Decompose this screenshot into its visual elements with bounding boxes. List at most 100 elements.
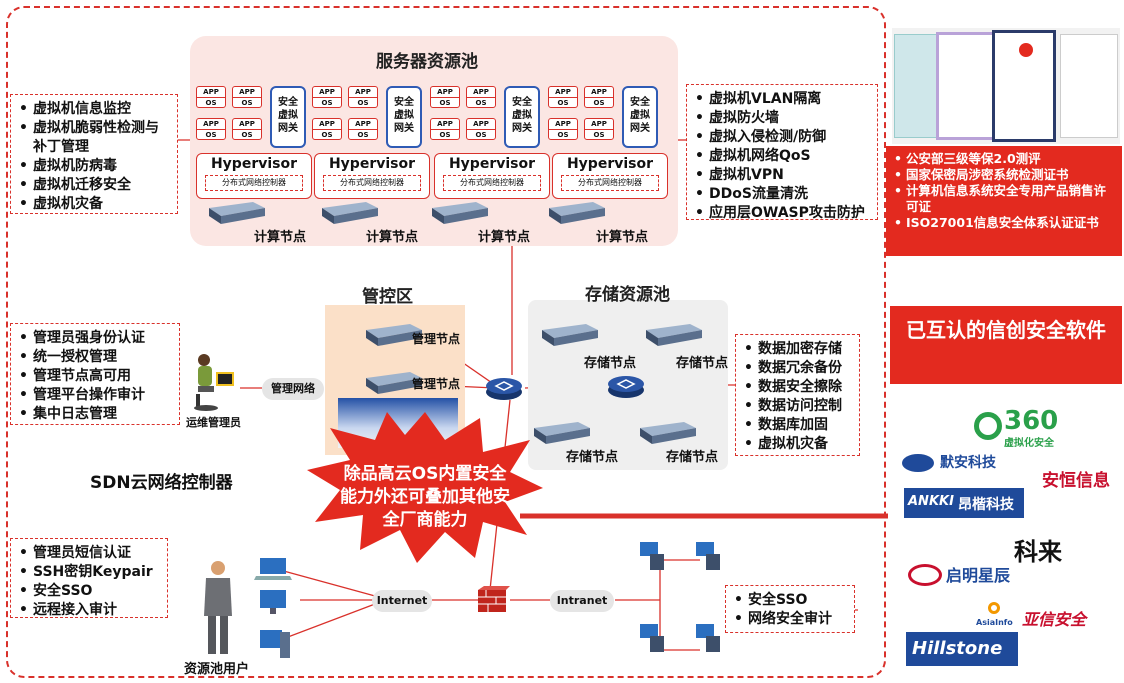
vm-security-item: 虚拟机迁移安全: [19, 176, 169, 195]
vm-os-label: OS: [549, 97, 577, 108]
certificate-image: [936, 32, 996, 140]
vm-app-label: APP: [437, 120, 453, 128]
vm-app-label: APP: [473, 88, 489, 96]
vm-os-label: OS: [585, 129, 613, 140]
certificate-images: [892, 28, 1120, 144]
storage-security-item: 数据库加固: [744, 416, 851, 435]
vm-security-item: 虚拟机脆弱性检测与补丁管理: [19, 119, 169, 157]
logo-moresec: 默安科技: [940, 455, 996, 471]
vm-app-label: APP: [591, 120, 607, 128]
admin-person-icon: [194, 354, 234, 411]
vm-app-label: APP: [319, 120, 335, 128]
network-security-item: 虚拟机网络QoS: [695, 147, 869, 166]
compute-server-icon: [322, 202, 378, 224]
vm-os-label: OS: [431, 129, 459, 140]
storage-security-item: 数据安全擦除: [744, 378, 851, 397]
vm-security-item: 虚拟机信息监控: [19, 100, 169, 119]
user-access-item: 管理员短信认证: [19, 544, 159, 563]
vm-security-item: 虚拟机灾备: [19, 195, 169, 214]
vm-app-label: APP: [203, 120, 219, 128]
vm-security-callout: 虚拟机信息监控虚拟机脆弱性检测与补丁管理虚拟机防病毒虚拟机迁移安全虚拟机灾备: [10, 94, 178, 214]
compute-node-label: 计算节点: [596, 230, 649, 245]
moresec-eye-icon: [902, 454, 934, 472]
terminal-icon: [640, 624, 664, 652]
vm-app-label: APP: [473, 120, 489, 128]
user-access-item: 安全SSO: [19, 582, 159, 601]
vm-os-label: OS: [467, 129, 495, 140]
vm-os-label: OS: [349, 129, 377, 140]
vm-os-label: OS: [585, 97, 613, 108]
certificate-image: [894, 34, 942, 138]
vm-app-label: APP: [203, 88, 219, 96]
firewall-icon: [478, 586, 510, 612]
partner-header: 已互认的信创安全软件: [890, 306, 1122, 384]
certification-item: 国家保密局涉密系统检测证书: [894, 167, 1114, 183]
hypervisor-box: Hypervisor 分布式网络控制器: [314, 153, 430, 199]
network-security-item: 应用层OWASP攻击防护: [695, 204, 869, 223]
logo-ankki: ANKKI: [908, 494, 954, 509]
vm-os-label: OS: [313, 129, 341, 140]
management-network-cloud: 管理网络: [262, 378, 324, 400]
vm-os-label: OS: [467, 97, 495, 108]
admin-security-item: 管理节点高可用: [19, 367, 171, 386]
logo-asiainfo: AsiaInfo: [976, 618, 1013, 627]
laptop-icon: [254, 558, 292, 580]
hillstone-banner: [906, 632, 1018, 666]
network-security-item: 虚拟机VLAN隔离: [695, 90, 869, 109]
admin-security-item: 管理员强身份认证: [19, 329, 171, 348]
storage-security-callout: 数据加密存储数据冗余备份数据安全擦除数据访问控制数据库加固虚拟机灾备: [735, 334, 860, 456]
compute-server-icon: [432, 202, 488, 224]
user-access-item: 远程接入审计: [19, 601, 159, 620]
network-security-item: 虚拟机VPN: [695, 166, 869, 185]
hypervisor-title: Hypervisor: [210, 156, 298, 172]
vm-app-label: APP: [591, 88, 607, 96]
hypervisor-box: Hypervisor 分布式网络控制器: [434, 153, 550, 199]
vm-app-label: APP: [239, 88, 255, 96]
network-security-item: 虚拟入侵检测/防御: [695, 128, 869, 147]
storage-switch-icon: [608, 376, 644, 398]
storage-node-label: 存储节点: [566, 450, 619, 465]
certification-item: ISO27001信息安全体系认证证书: [894, 215, 1114, 231]
venus-swoosh-icon: [908, 564, 942, 586]
asiainfo-icon: [988, 602, 1000, 614]
logo-asiainfo-security: 亚信安全: [1022, 610, 1087, 629]
hypervisor-title: Hypervisor: [448, 156, 536, 172]
security-gateway-box: 安全虚拟网关: [270, 86, 306, 148]
storage-server-icon: [534, 422, 590, 444]
compute-node-label: 计算节点: [478, 230, 531, 245]
certification-item: 计算机信息系统安全专用产品销售许可证: [894, 183, 1114, 215]
user-person-icon: [204, 561, 232, 654]
intranet-security-item: 安全SSO: [734, 591, 846, 610]
logo-colasoft: 科来: [1014, 538, 1062, 566]
compute-server-icon: [209, 202, 265, 224]
vm-app-label: APP: [355, 88, 371, 96]
compute-server-icon: [549, 202, 605, 224]
network-controller-label: 分布式网络控制器: [205, 175, 303, 191]
logo-360: 360: [1004, 406, 1059, 436]
intranet-security-callout: 安全SSO网络安全审计: [725, 585, 855, 633]
vm-app-label: APP: [437, 88, 453, 96]
diagram-frame: [6, 6, 886, 678]
admin-security-item: 统一授权管理: [19, 348, 171, 367]
management-node-label: 管理节点: [412, 377, 461, 391]
management-server-icon: [366, 324, 422, 346]
storage-server-icon: [640, 422, 696, 444]
vm-os-label: OS: [197, 97, 225, 108]
network-security-item: 虚拟防火墙: [695, 109, 869, 128]
capability-burst-shape: [307, 412, 543, 563]
router-icon: [486, 378, 522, 400]
logo-venustech: 启明星辰: [946, 566, 1011, 585]
storage-server-icon: [542, 324, 598, 346]
vm-os-label: OS: [233, 129, 261, 140]
desktop-icon: [260, 590, 286, 614]
logo-ankki-cn: 昂楷科技: [958, 497, 1014, 513]
network-controller-label: 分布式网络控制器: [443, 175, 541, 191]
